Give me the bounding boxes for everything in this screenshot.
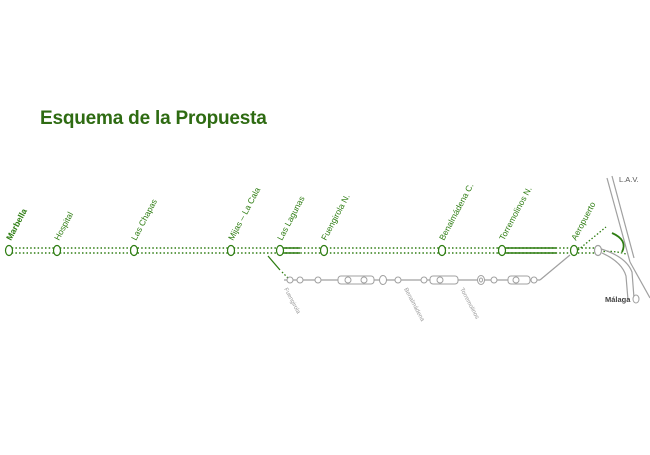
existing-line xyxy=(284,175,650,301)
existing-stops xyxy=(286,275,640,304)
proposed-line xyxy=(8,226,627,281)
page-title: Esquema de la Propuesta xyxy=(40,108,267,129)
lav-label: L.A.V. xyxy=(619,175,639,184)
station-label-aeropuerto: Aeropuerto xyxy=(569,200,598,242)
station-label-las-lagunas: Las Lagunas xyxy=(275,194,307,242)
existing-label-torremolinos: Torremolinos xyxy=(458,287,479,320)
existing-label-benalmadena: Benalmádena xyxy=(402,287,425,323)
station-label-las-chapas: Las Chapas xyxy=(129,197,159,242)
station-label-torremolinos-n: Torremolinos N. xyxy=(497,185,534,242)
station-label-hospital: Hospital xyxy=(52,210,75,242)
malaga-label: Málaga xyxy=(605,295,631,304)
station-labels: Marbella Hospital Las Chapas Mijas – La … xyxy=(4,181,598,242)
station-markers xyxy=(4,244,603,257)
existing-label-fuengirola: Fuengirola xyxy=(282,287,301,315)
station-label-marbella: Marbella xyxy=(4,207,29,242)
existing-station-labels: Fuengirola Benalmádena Torremolinos xyxy=(282,287,479,323)
station-label-fuengirola-n: Fuengirola N. xyxy=(319,192,352,242)
station-label-mijas-la-cala: Mijas – La Cala xyxy=(226,185,262,242)
station-label-benalmadena-c: Benalmádena C. xyxy=(437,181,476,242)
